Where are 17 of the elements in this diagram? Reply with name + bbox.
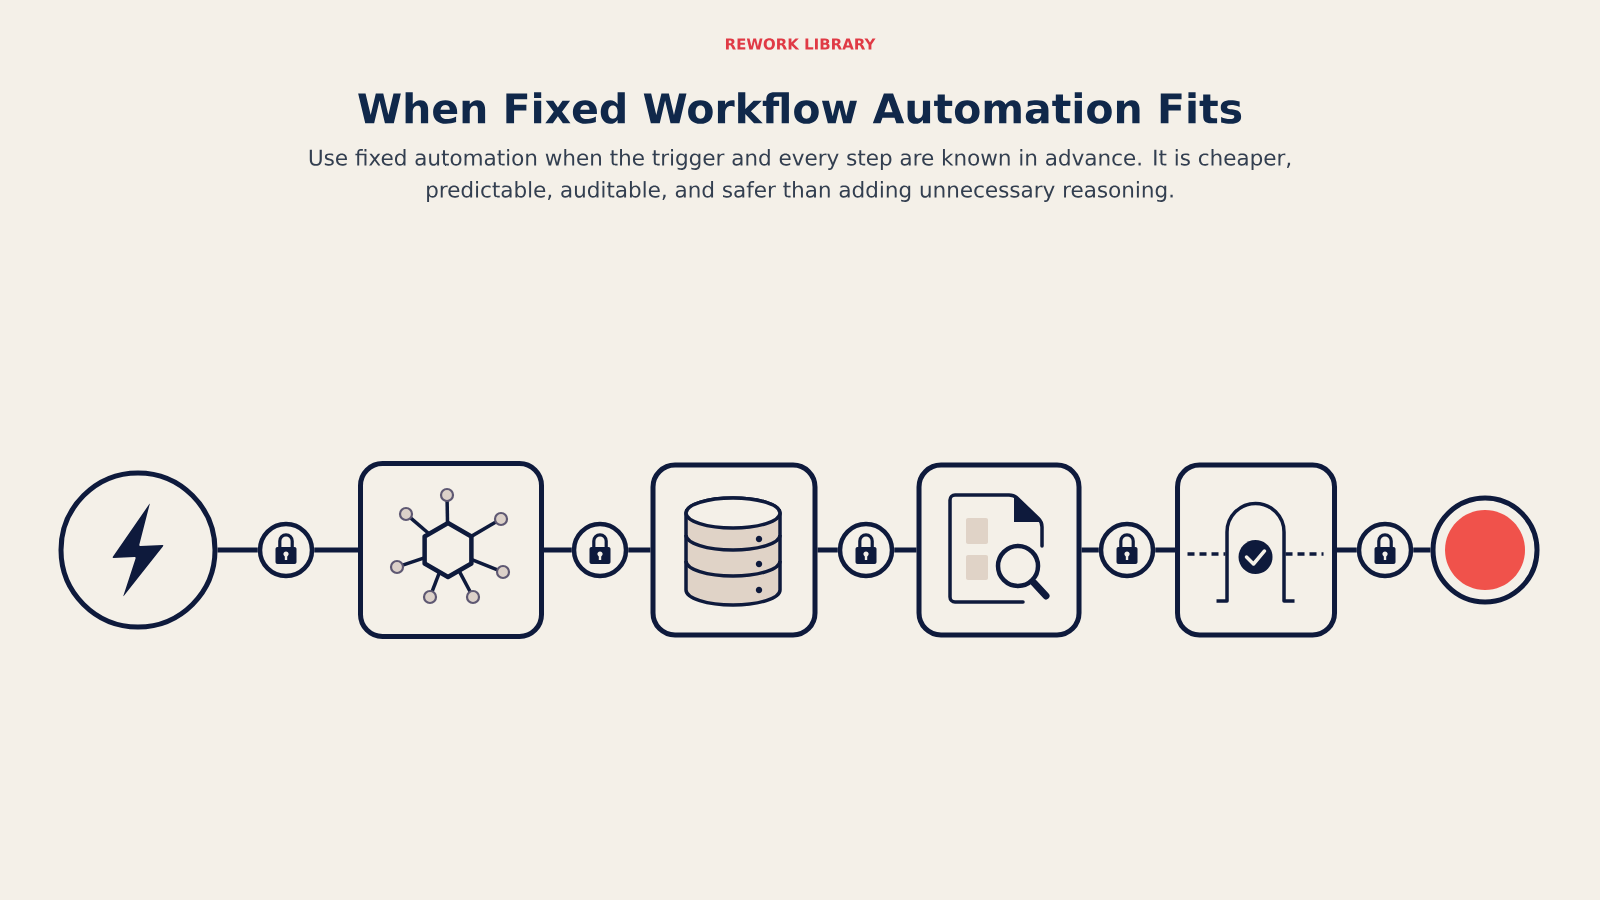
connector-line <box>628 547 651 553</box>
step-box <box>358 461 544 639</box>
eyebrow-label: REWORK LIBRARY <box>726 38 876 50</box>
connector-line <box>1337 547 1357 553</box>
start-circle <box>58 470 218 630</box>
connector-line <box>314 547 358 553</box>
connector-line <box>217 547 258 553</box>
connector-line <box>544 547 572 553</box>
step-box <box>1175 462 1337 638</box>
connector-line <box>894 547 917 553</box>
end-circle <box>1430 495 1540 605</box>
connector-line <box>1155 547 1175 553</box>
title: When Fixed Workflow Automation Fits <box>358 92 1242 124</box>
connector-line <box>1081 547 1099 553</box>
subtitle: Use fixed automation when the trigger and every step are known in advance. It is cheaper, predictable, auditable, and safer than adding unnecessary reasoning. <box>309 149 1291 202</box>
connector-line <box>1413 547 1431 553</box>
connector-line <box>817 547 838 553</box>
